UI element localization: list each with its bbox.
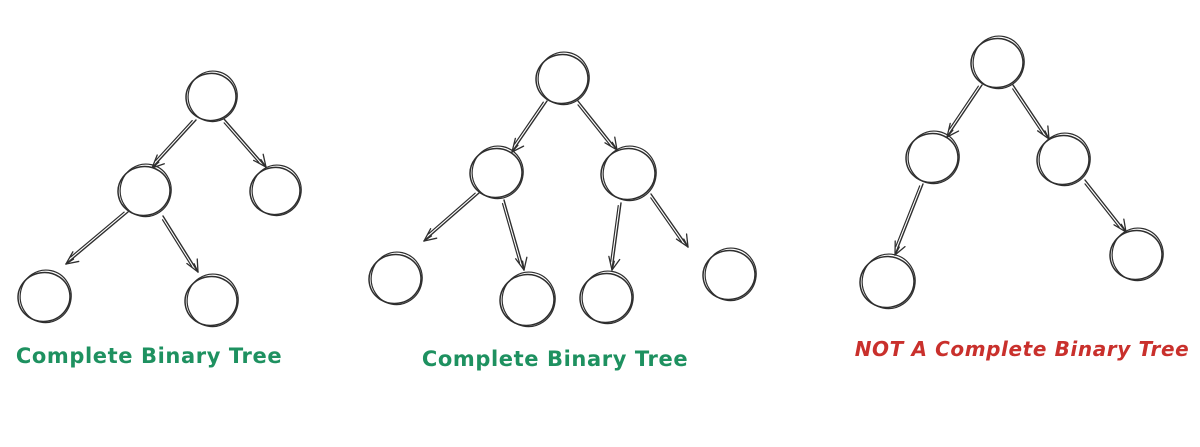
tree-node (702, 247, 757, 302)
tree-edge-arrow (650, 193, 689, 248)
tree-node (499, 271, 556, 328)
label-complete-binary-tree-1: Complete Binary Tree (15, 344, 283, 368)
tree-node (600, 145, 657, 202)
label-complete-binary-tree-2: Complete Binary Tree (421, 347, 689, 371)
tree-node (1036, 132, 1091, 187)
complete-binary-tree-2 (368, 51, 757, 328)
tree-node (184, 273, 239, 328)
tree-node (535, 51, 590, 106)
not-a-complete-binary-tree (859, 35, 1164, 310)
tree-node (859, 253, 916, 310)
tree-node (17, 269, 72, 324)
tree-edge-arrow (65, 211, 129, 265)
tree-node (579, 270, 634, 325)
tree-node (1109, 227, 1164, 282)
tree-edge-arrow (946, 84, 983, 138)
tree-edge-arrow (423, 192, 480, 242)
tree-node (185, 70, 238, 123)
tree-edge-arrow (577, 100, 618, 151)
tree-node (368, 251, 423, 306)
tree-node (469, 145, 524, 200)
tree-node (970, 35, 1025, 90)
tree-edge-arrow (223, 118, 267, 168)
tree-edge-arrow (1084, 179, 1127, 233)
complete-binary-tree-1 (17, 70, 302, 328)
tree-edge-arrow (1012, 84, 1050, 140)
tree-edge-arrow (161, 215, 199, 273)
tree-edge-arrow (511, 100, 548, 153)
tree-edge-arrow (608, 202, 622, 271)
tree-edge-arrow (501, 199, 528, 271)
label-not-a-complete-binary-tree: NOT A Complete Binary Tree (854, 337, 1190, 361)
tree-edge-arrow (894, 183, 924, 256)
tree-node (117, 163, 172, 218)
tree-node (249, 164, 302, 217)
tree-node (905, 130, 960, 185)
tree-edge-arrow (151, 119, 197, 169)
